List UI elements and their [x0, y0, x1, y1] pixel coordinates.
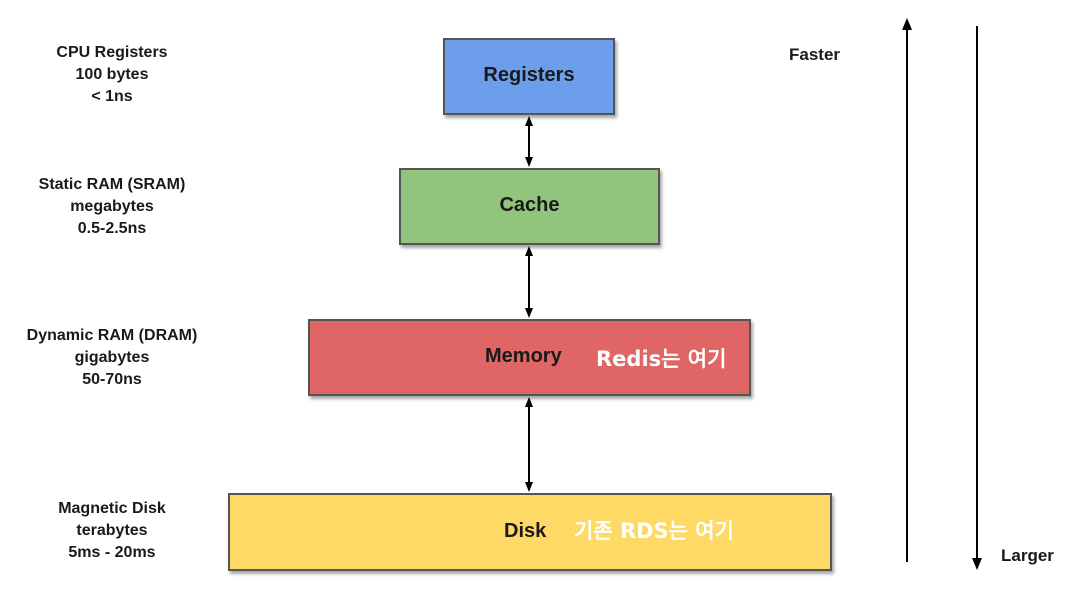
faster-label: Faster [789, 45, 841, 64]
redis-note: Redis는 여기 [596, 347, 727, 371]
larger-label: Larger [1001, 546, 1054, 565]
label-line: 5ms - 20ms [68, 544, 156, 561]
registers-box [443, 38, 615, 115]
label-line: < 1ns [91, 88, 133, 105]
label-line: CPU Registers [56, 44, 168, 61]
label-line: megabytes [70, 198, 154, 215]
label-dram: Dynamic RAM (DRAM) gigabytes 50-70ns [0, 325, 227, 391]
cache-box [399, 168, 660, 245]
cache-title: Cache [499, 194, 560, 216]
registers-title: Registers [483, 64, 575, 86]
label-line: gigabytes [74, 349, 150, 366]
label-line: terabytes [76, 522, 148, 539]
label-sram: Static RAM (SRAM) megabytes 0.5-2.5ns [0, 174, 227, 240]
disk-title: Disk [504, 520, 547, 542]
label-cpu-registers: CPU Registers 100 bytes < 1ns [0, 42, 227, 108]
memory-box [308, 319, 751, 396]
label-magnetic-disk: Magnetic Disk terabytes 5ms - 20ms [0, 498, 227, 564]
label-line: 100 bytes [75, 66, 149, 83]
label-line: 0.5-2.5ns [77, 220, 147, 237]
label-line: Dynamic RAM (DRAM) [26, 327, 198, 344]
label-line: Magnetic Disk [58, 500, 166, 517]
label-line: 50-70ns [82, 371, 142, 388]
memory-title: Memory [485, 345, 562, 367]
rds-note: 기존 RDS는 여기 [574, 519, 734, 543]
label-line: Static RAM (SRAM) [38, 176, 186, 193]
disk-box [228, 493, 832, 571]
